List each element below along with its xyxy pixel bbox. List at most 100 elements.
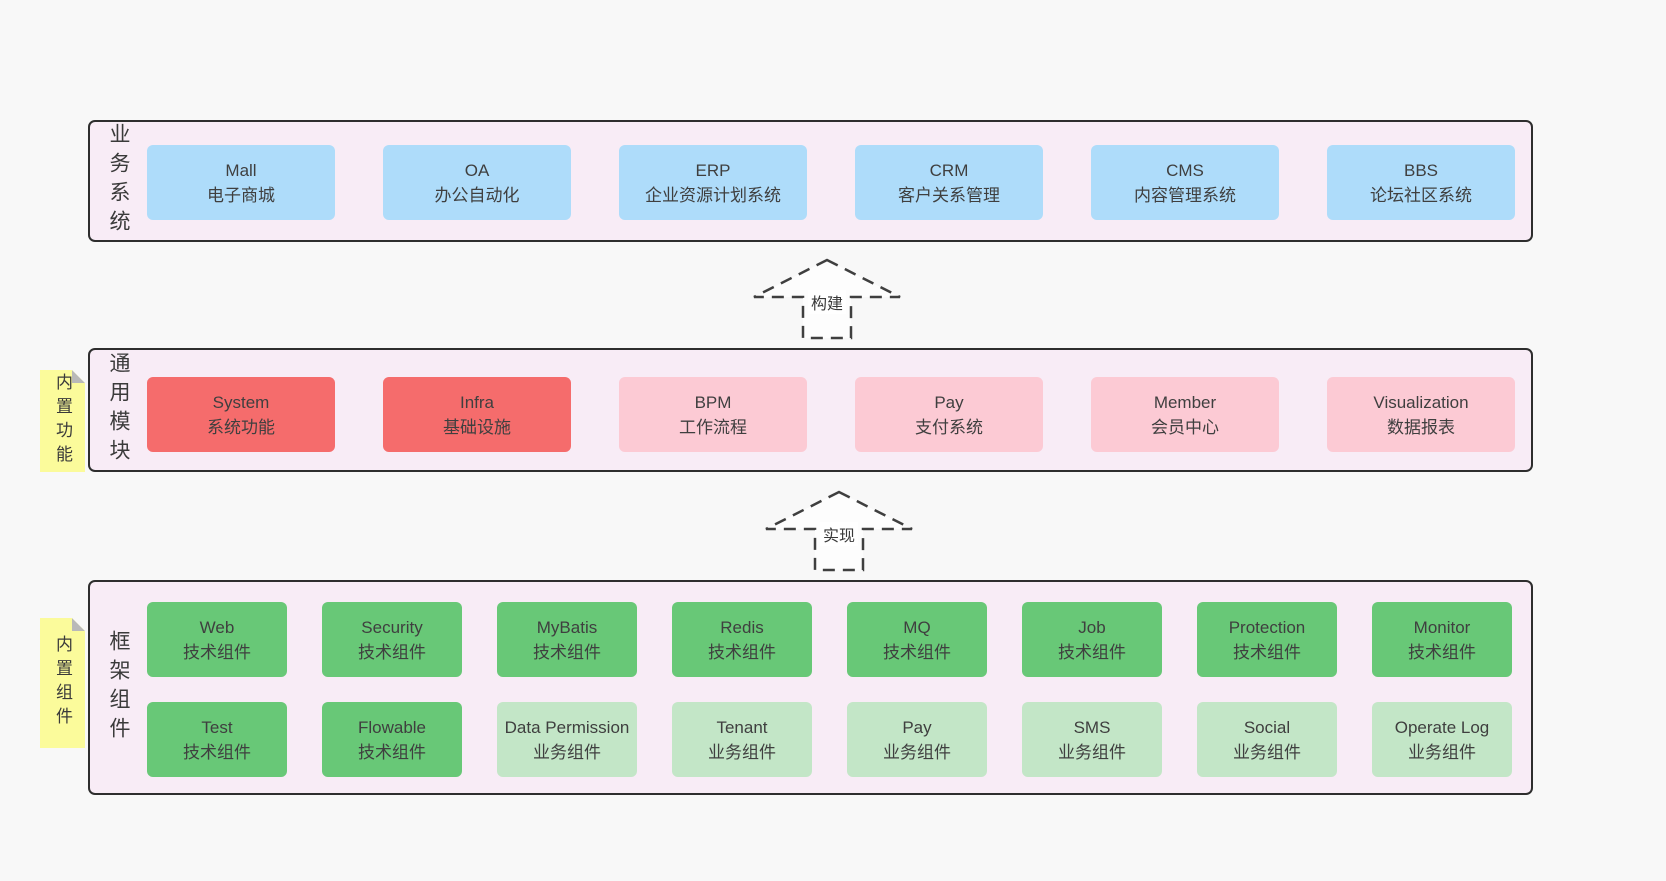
box-oa: OA 办公自动化 (383, 145, 571, 220)
business-systems-row: Mall 电子商城 OA 办公自动化 ERP 企业资源计划系统 CRM 客户关系… (147, 145, 1515, 220)
box-subtitle: 系统功能 (207, 417, 275, 437)
box-security: Security 技术组件 (322, 602, 462, 677)
box-system: System 系统功能 (147, 377, 335, 452)
box-pay: Pay 支付系统 (855, 377, 1043, 452)
box-subtitle: 会员中心 (1151, 417, 1219, 437)
box-title: SMS (1073, 717, 1111, 737)
box-data-permission: Data Permission 业务组件 (497, 702, 637, 777)
band-common-modules-label: 通用模块 (107, 352, 130, 468)
box-bbs: BBS 论坛社区系统 (1327, 145, 1515, 220)
box-mall: Mall 电子商城 (147, 145, 335, 220)
sticky-note-built-in-features: 内置功能 (40, 370, 85, 472)
arrow-build-label: 构建 (807, 290, 847, 314)
box-subtitle: 支付系统 (915, 417, 983, 437)
box-subtitle: 技术组件 (1233, 642, 1301, 662)
box-subtitle: 技术组件 (358, 742, 426, 762)
box-member: Member 会员中心 (1091, 377, 1279, 452)
box-title: OA (464, 160, 490, 180)
box-title: CMS (1166, 160, 1204, 180)
box-subtitle: 技术组件 (1058, 642, 1126, 662)
band-business-systems: 业务系统 Mall 电子商城 OA 办公自动化 ERP 企业资源计划系统 CRM… (88, 120, 1533, 242)
box-title: Protection (1228, 617, 1306, 637)
box-flowable: Flowable 技术组件 (322, 702, 462, 777)
box-mybatis: MyBatis 技术组件 (497, 602, 637, 677)
box-sms: SMS 业务组件 (1022, 702, 1162, 777)
box-title: Infra (459, 392, 495, 412)
box-subtitle: 电子商城 (207, 185, 275, 205)
box-erp: ERP 企业资源计划系统 (619, 145, 807, 220)
box-title: ERP (695, 160, 731, 180)
box-title: System (212, 392, 270, 412)
box-subtitle: 内容管理系统 (1134, 185, 1236, 205)
box-subtitle: 办公自动化 (434, 185, 520, 205)
box-infra: Infra 基础设施 (383, 377, 571, 452)
box-operate-log: Operate Log 业务组件 (1372, 702, 1512, 777)
box-subtitle: 数据报表 (1387, 417, 1455, 437)
box-mq: MQ 技术组件 (847, 602, 987, 677)
note-fold-icon (72, 370, 85, 383)
box-title: Web (199, 617, 235, 637)
box-subtitle: 基础设施 (443, 417, 511, 437)
box-subtitle: 技术组件 (183, 642, 251, 662)
sticky-note-built-in-components: 内置组件 (40, 618, 85, 748)
box-subtitle: 技术组件 (883, 642, 951, 662)
box-title: Operate Log (1394, 717, 1490, 737)
box-subtitle: 技术组件 (533, 642, 601, 662)
box-subtitle: 业务组件 (1408, 742, 1476, 762)
box-title: Flowable (357, 717, 427, 737)
box-pay-business: Pay 业务组件 (847, 702, 987, 777)
framework-components-row-2: Test 技术组件 Flowable 技术组件 Data Permission … (147, 702, 1512, 777)
box-title: MyBatis (536, 617, 598, 637)
box-cms: CMS 内容管理系统 (1091, 145, 1279, 220)
box-title: Security (361, 617, 423, 637)
box-title: Test (201, 717, 233, 737)
box-subtitle: 工作流程 (679, 417, 747, 437)
arrow-implement-label: 实现 (819, 522, 859, 546)
box-subtitle: 技术组件 (358, 642, 426, 662)
box-subtitle: 技术组件 (183, 742, 251, 762)
box-subtitle: 业务组件 (883, 742, 951, 762)
box-subtitle: 客户关系管理 (898, 185, 1000, 205)
box-title: Mall (225, 160, 257, 180)
box-subtitle: 技术组件 (1408, 642, 1476, 662)
box-crm: CRM 客户关系管理 (855, 145, 1043, 220)
box-web: Web 技术组件 (147, 602, 287, 677)
box-title: MQ (903, 617, 931, 637)
note-fold-icon (72, 618, 85, 631)
box-subtitle: 企业资源计划系统 (645, 185, 781, 205)
box-title: Data Permission (504, 717, 630, 737)
box-subtitle: 论坛社区系统 (1370, 185, 1472, 205)
band-business-systems-label: 业务系统 (107, 123, 130, 239)
sticky-note-text: 内置功能 (53, 373, 72, 469)
box-visualization: Visualization 数据报表 (1327, 377, 1515, 452)
sticky-note-text: 内置组件 (53, 635, 72, 731)
box-title: Redis (720, 617, 764, 637)
box-social: Social 业务组件 (1197, 702, 1337, 777)
band-common-modules: 通用模块 System 系统功能 Infra 基础设施 BPM 工作流程 Pay… (88, 348, 1533, 472)
box-title: Monitor (1413, 617, 1471, 637)
arrow-build: 构建 (748, 257, 906, 341)
band-framework-components: 框架组件 Web 技术组件 Security 技术组件 MyBatis 技术组件… (88, 580, 1533, 795)
framework-components-row-1: Web 技术组件 Security 技术组件 MyBatis 技术组件 Redi… (147, 602, 1512, 677)
box-subtitle: 业务组件 (1233, 742, 1301, 762)
box-monitor: Monitor 技术组件 (1372, 602, 1512, 677)
band-framework-components-label: 框架组件 (107, 629, 130, 746)
box-title: Job (1078, 617, 1106, 637)
box-test: Test 技术组件 (147, 702, 287, 777)
box-subtitle: 业务组件 (708, 742, 776, 762)
box-subtitle: 业务组件 (533, 742, 601, 762)
box-tenant: Tenant 业务组件 (672, 702, 812, 777)
box-title: Visualization (1373, 392, 1469, 412)
box-job: Job 技术组件 (1022, 602, 1162, 677)
arrow-implement: 实现 (760, 489, 918, 573)
box-bpm: BPM 工作流程 (619, 377, 807, 452)
box-title: Pay (902, 717, 932, 737)
box-title: BPM (694, 392, 732, 412)
box-title: Social (1243, 717, 1291, 737)
box-redis: Redis 技术组件 (672, 602, 812, 677)
box-subtitle: 技术组件 (708, 642, 776, 662)
common-modules-row: System 系统功能 Infra 基础设施 BPM 工作流程 Pay 支付系统… (147, 377, 1515, 452)
box-subtitle: 业务组件 (1058, 742, 1126, 762)
box-title: Member (1153, 392, 1217, 412)
